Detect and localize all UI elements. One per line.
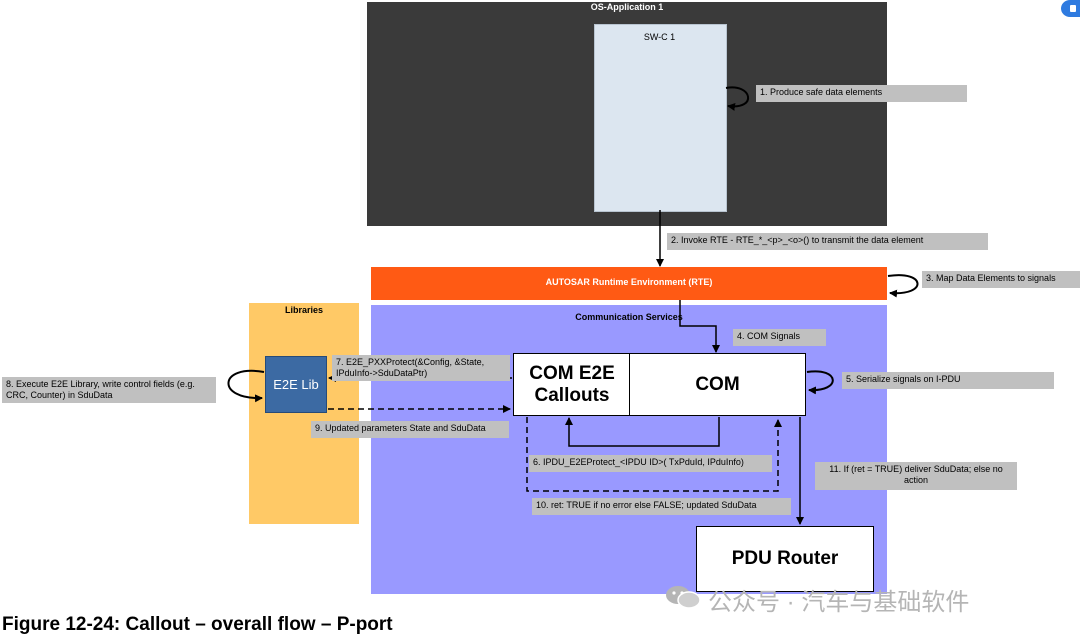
arrow-rte-to-com bbox=[679, 300, 720, 353]
os-application-title: OS-Application 1 bbox=[590, 2, 664, 12]
step-5-label: 5. Serialize signals on I-PDU bbox=[842, 372, 1054, 389]
step-11-label: 11. If (ret = TRUE) deliver SduData; els… bbox=[815, 462, 1017, 490]
step-1-label: 1. Produce safe data elements bbox=[756, 85, 967, 102]
self-loop-arrow-8 bbox=[227, 369, 265, 403]
step-10-label: 10. ret: TRUE if no error else FALSE; up… bbox=[532, 498, 791, 515]
communication-services-title: Communication Services bbox=[575, 312, 683, 322]
libraries-container bbox=[249, 303, 359, 524]
e2e-lib-box: E2E Lib bbox=[265, 356, 327, 413]
rte-label: AUTOSAR Runtime Environment (RTE) bbox=[545, 277, 713, 287]
step-4-label: 4. COM Signals bbox=[733, 329, 826, 346]
figure-caption: Figure 12-24: Callout – overall flow – P… bbox=[2, 614, 393, 635]
step-7-label: 7. E2E_PXXProtect(&Config, &State, IPduI… bbox=[332, 355, 510, 381]
com-box: COM bbox=[629, 353, 806, 416]
rte-bar bbox=[371, 267, 887, 300]
step-9-label: 9. Updated parameters State and SduData bbox=[311, 421, 509, 438]
step-8-label: 8. Execute E2E Library, write control fi… bbox=[2, 377, 216, 403]
self-loop-arrow-1 bbox=[725, 86, 749, 111]
arrow-com-to-callouts bbox=[565, 417, 720, 447]
badge-icon[interactable] bbox=[1061, 0, 1080, 17]
swc-1-label: SW-C 1 bbox=[643, 32, 676, 42]
arrow-callouts-return-to-com bbox=[526, 417, 782, 492]
self-loop-arrow-5 bbox=[806, 370, 834, 395]
step-3-label: 3. Map Data Elements to signals bbox=[922, 271, 1080, 288]
swc-1-box bbox=[594, 24, 727, 212]
wechat-icon bbox=[666, 586, 701, 609]
step-2-label: 2. Invoke RTE - RTE_*_<p>_<o>() to trans… bbox=[667, 233, 988, 250]
pdu-router-box: PDU Router bbox=[696, 526, 874, 592]
step-6-label: 6. IPDU_E2EProtect_<IPDU ID>( TxPduId, I… bbox=[529, 455, 772, 472]
libraries-title: Libraries bbox=[284, 305, 324, 315]
self-loop-arrow-3 bbox=[887, 274, 919, 298]
watermark-text: 公众号 · 汽车与基础软件 bbox=[708, 589, 970, 616]
com-e2e-callouts-box: COM E2E Callouts bbox=[513, 353, 631, 416]
